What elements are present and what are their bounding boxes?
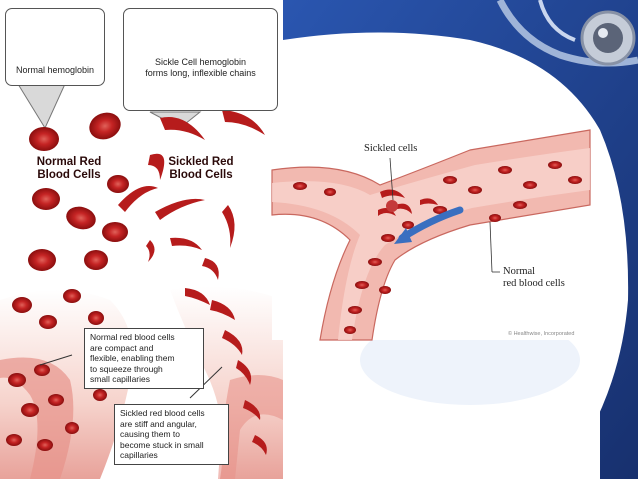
normal-hemoglobin-callout: Normal hemoglobin [5, 8, 105, 86]
sickled-cells-label: Sickled cells [364, 143, 418, 154]
normal-rbc-label-line2: red blood cells [503, 278, 565, 289]
sickled-rbc-note-line: Sickled red blood cells [120, 408, 205, 418]
sickled-rbc-note-line: become stuck in small [120, 439, 204, 450]
normal-red-blood-cells [6, 112, 129, 451]
blood-vessel-diagram [271, 129, 591, 341]
normal-rbc-note-line: are compact and [90, 342, 154, 353]
sickled-rbc-note-line: causing them to [120, 429, 181, 439]
normal-rbc-heading-line1: Normal Red [36, 156, 102, 168]
normal-rbc-heading-line2: Blood Cells [37, 169, 101, 181]
sickle-hemoglobin-label-line1: Sickle Cell hemoglobin [154, 57, 247, 67]
sickled-rbc-note-line: capillaries [120, 450, 158, 460]
normal-rbc-label: Normal red blood cells [503, 266, 565, 290]
sickled-rbc-heading-line2: Blood Cells [169, 169, 233, 181]
sickle-hemoglobin-callout: Sickle Cell hemoglobin forms long, infle… [123, 8, 278, 111]
sickled-rbc-heading-line1: Sickled Red [168, 156, 234, 168]
normal-rbc-note-line: to squeeze through [90, 363, 163, 374]
normal-rbc-note-line: small capillaries [90, 374, 150, 384]
normal-rbc-note-line: flexible, enabling them [90, 353, 175, 363]
image-credit: © Healthwise, Incorporated [508, 331, 575, 337]
sickled-rbc-note: Sickled red blood cells are stiff and an… [114, 404, 229, 465]
normal-rbc-note-line: Normal red blood cells [90, 332, 175, 342]
stethoscope-icon [496, 0, 638, 67]
normal-rbc-label-line1: Normal [503, 266, 536, 277]
normal-rbc-heading: Normal Red Blood Cells [26, 156, 112, 182]
sickled-rbc-heading: Sickled Red Blood Cells [158, 156, 244, 182]
sickle-hemoglobin-label-line2: forms long, inflexible chains [145, 68, 256, 78]
normal-hemoglobin-label: Normal hemoglobin [15, 65, 95, 75]
sickled-red-blood-cells [118, 110, 267, 455]
normal-rbc-note: Normal red blood cells are compact and f… [84, 328, 204, 389]
sickled-rbc-note-line: are stiff and angular, [120, 418, 197, 429]
